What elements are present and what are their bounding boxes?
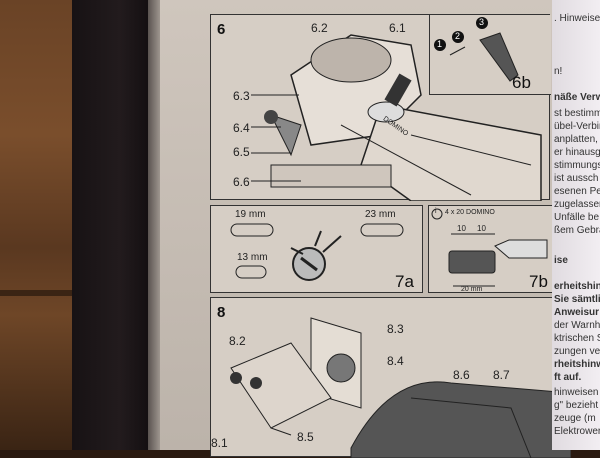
text-line: zugelasser <box>554 199 600 210</box>
callout-6-6: 6.6 <box>233 175 250 189</box>
text-line: n! <box>554 66 563 77</box>
text-line: zeuge (m <box>554 413 596 424</box>
text-line: . Hinweise <box>554 13 600 24</box>
fence-illustration <box>230 317 571 458</box>
router-illustration <box>251 34 542 201</box>
step-1: 1 <box>437 39 443 49</box>
table-edge <box>0 290 80 296</box>
text-line: übel-Verbin <box>554 121 600 132</box>
text-line: rheitshinw <box>554 359 600 370</box>
text-line: näße Verwe <box>554 92 600 103</box>
figure-7b-panel: i 4 x 20 DOMINO 10 10 20 mm 7b <box>428 205 555 293</box>
text-line: esenen Per <box>554 186 600 197</box>
text-line: st bestimm <box>554 108 600 119</box>
figure-8-panel: 8 8.2 8.3 8.4 8.6 8.7 8.1 8.5 <box>210 297 571 458</box>
dim-10-left: 10 <box>457 224 466 233</box>
text-line: Elektrower <box>554 426 600 437</box>
dim-13mm: 13 mm <box>237 252 268 263</box>
wooden-table <box>0 0 80 450</box>
figure-7b-label: 7b <box>529 272 548 291</box>
figure-number: 8 <box>217 304 226 321</box>
callout-8-3: 8.3 <box>387 322 404 336</box>
text-line: Sie sämtli <box>554 294 600 305</box>
step-2: 2 <box>455 31 461 41</box>
manual-page: 6 6.2 6.1 6.3 6.4 6.5 6.6 DOMINO 1 2 3 6… <box>160 0 571 458</box>
dim-10-right: 10 <box>477 224 486 233</box>
callout-8-5: 8.5 <box>297 430 314 444</box>
text-line: zungen ver <box>554 346 600 357</box>
text-line: hinweisen <box>554 387 599 398</box>
dowel-note: 4 x 20 DOMINO <box>445 209 495 216</box>
figure-7a-label: 7a <box>395 272 414 291</box>
callout-6-3: 6.3 <box>233 89 250 103</box>
text-line: der Warnh <box>554 320 600 331</box>
text-line: ft auf. <box>554 372 582 383</box>
figure-number: 6 <box>217 21 226 38</box>
callout-8-4: 8.4 <box>387 354 404 368</box>
domino-dowel-illustration <box>431 208 548 287</box>
figure-6-panel: 6 6.2 6.1 6.3 6.4 6.5 6.6 DOMINO 1 2 3 6… <box>210 14 551 201</box>
text-line: ise <box>554 255 568 266</box>
text-line: ist aussch <box>554 173 599 184</box>
callout-6-5: 6.5 <box>233 145 250 159</box>
info-icon: i <box>435 208 437 215</box>
callout-8-2: 8.2 <box>229 334 246 348</box>
figure-6b-inset: 1 2 3 6b <box>429 15 551 95</box>
dim-19mm: 19 mm <box>235 209 266 220</box>
text-line: er hinausg <box>554 147 600 158</box>
dim-20mm: 20 mm <box>461 286 483 293</box>
step-3: 3 <box>479 17 485 27</box>
page-edge <box>148 0 162 450</box>
callout-8-6: 8.6 <box>453 368 470 382</box>
text-line: ktrischen S <box>554 333 600 344</box>
text-line: anplatten, <box>554 134 598 145</box>
text-line: erheitshinw <box>554 281 600 292</box>
text-line: stimmungs <box>554 160 600 171</box>
text-line: Anweisur <box>554 307 600 318</box>
callout-8-1: 8.1 <box>211 436 228 450</box>
dim-23mm: 23 mm <box>365 209 396 220</box>
right-text-column: . Hinweise n! näße Verwe st bestimm übel… <box>552 0 600 450</box>
text-line: ßem Gebra <box>554 225 600 236</box>
figure-7a-panel: 19 mm 23 mm 13 mm 7a <box>210 205 423 293</box>
callout-6-2: 6.2 <box>311 21 328 35</box>
callout-8-7: 8.7 <box>493 368 510 382</box>
lever-illustration <box>434 17 519 82</box>
figure-6b-label: 6b <box>512 73 531 92</box>
black-binder-cover <box>72 0 152 450</box>
slot-width-illustration <box>230 223 404 281</box>
text-line: g" bezieht <box>554 400 599 411</box>
callout-6-1: 6.1 <box>389 21 406 35</box>
text-line: Unfälle be <box>554 212 600 223</box>
callout-6-4: 6.4 <box>233 121 250 135</box>
